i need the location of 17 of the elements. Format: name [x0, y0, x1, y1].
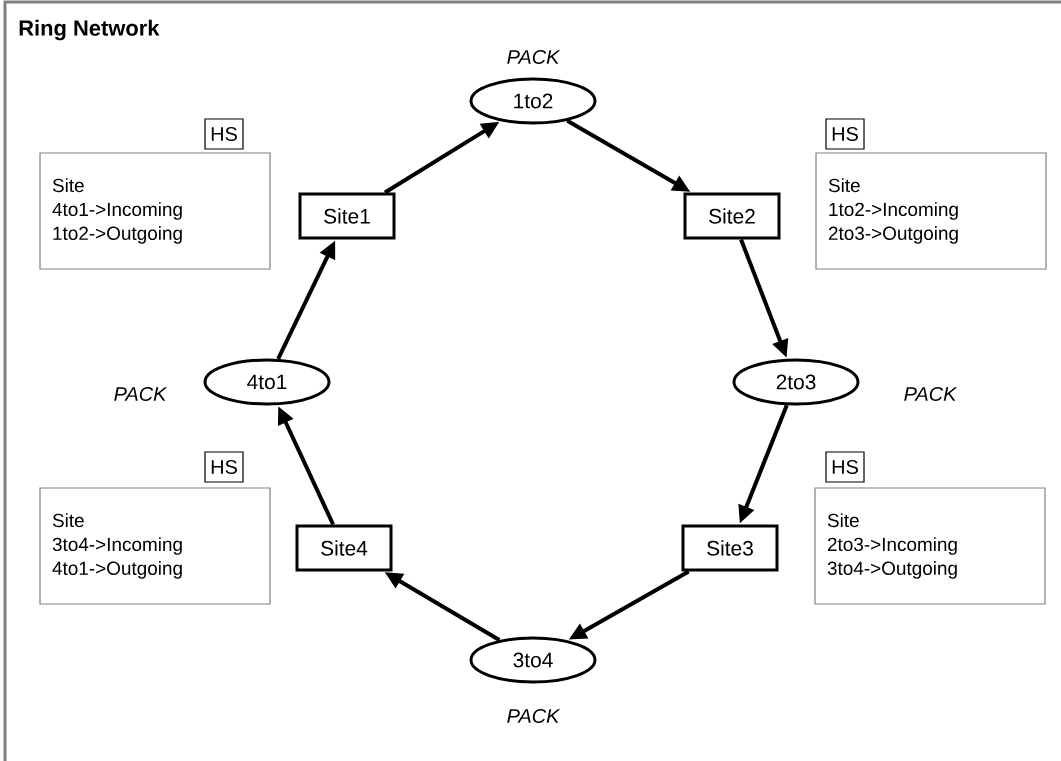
- hs-box: HS: [204, 451, 244, 483]
- hs-box: HS: [825, 118, 865, 150]
- hs-box: HS: [204, 118, 244, 150]
- info-box: Site 3to4->Incoming 4to1->Outgoing: [39, 487, 271, 605]
- pack-label: PACK: [507, 49, 561, 65]
- info-box: Site 2to3->Incoming 3to4->Outgoing: [814, 487, 1046, 605]
- process-box: Site2: [683, 192, 781, 240]
- hs-box: HS: [825, 451, 865, 483]
- pack-label: PACK: [114, 386, 168, 402]
- info-box: Site 1to2->Incoming 2to3->Outgoing: [815, 152, 1047, 270]
- title: Ring Network: [19, 19, 160, 41]
- pack-label: PACK: [904, 386, 958, 402]
- pack-label: PACK: [507, 708, 561, 724]
- process-box: Site1: [298, 192, 396, 240]
- info-box: Site 4to1->Incoming 1to2->Outgoing: [39, 152, 271, 270]
- process-box: Site4: [295, 524, 393, 572]
- process-box: Site3: [681, 524, 779, 572]
